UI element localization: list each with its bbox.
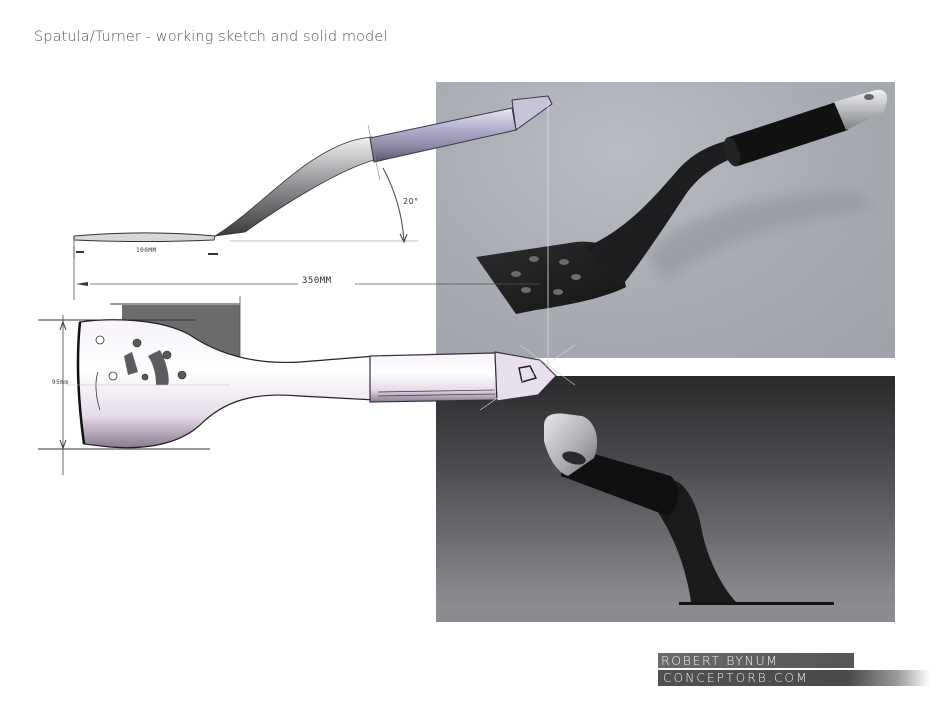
dimension-blade-length: 100MM [136,247,157,254]
designer-website[interactable]: conceptorb.com [658,670,930,686]
render-floor [436,602,895,622]
dimension-overall-length: 350MM [302,276,332,286]
page-title: Spatula/Turner - working sketch and soli… [34,29,388,45]
spatula-render-side [544,413,834,605]
dimension-blade-width: 95mm [52,379,69,386]
spatula-render-perspective [476,89,888,314]
dimension-handle-angle: 20° [403,197,419,206]
designer-name: Robert Bynum [658,653,854,668]
render-perspective-view [436,82,895,358]
render-side-view [436,376,895,622]
